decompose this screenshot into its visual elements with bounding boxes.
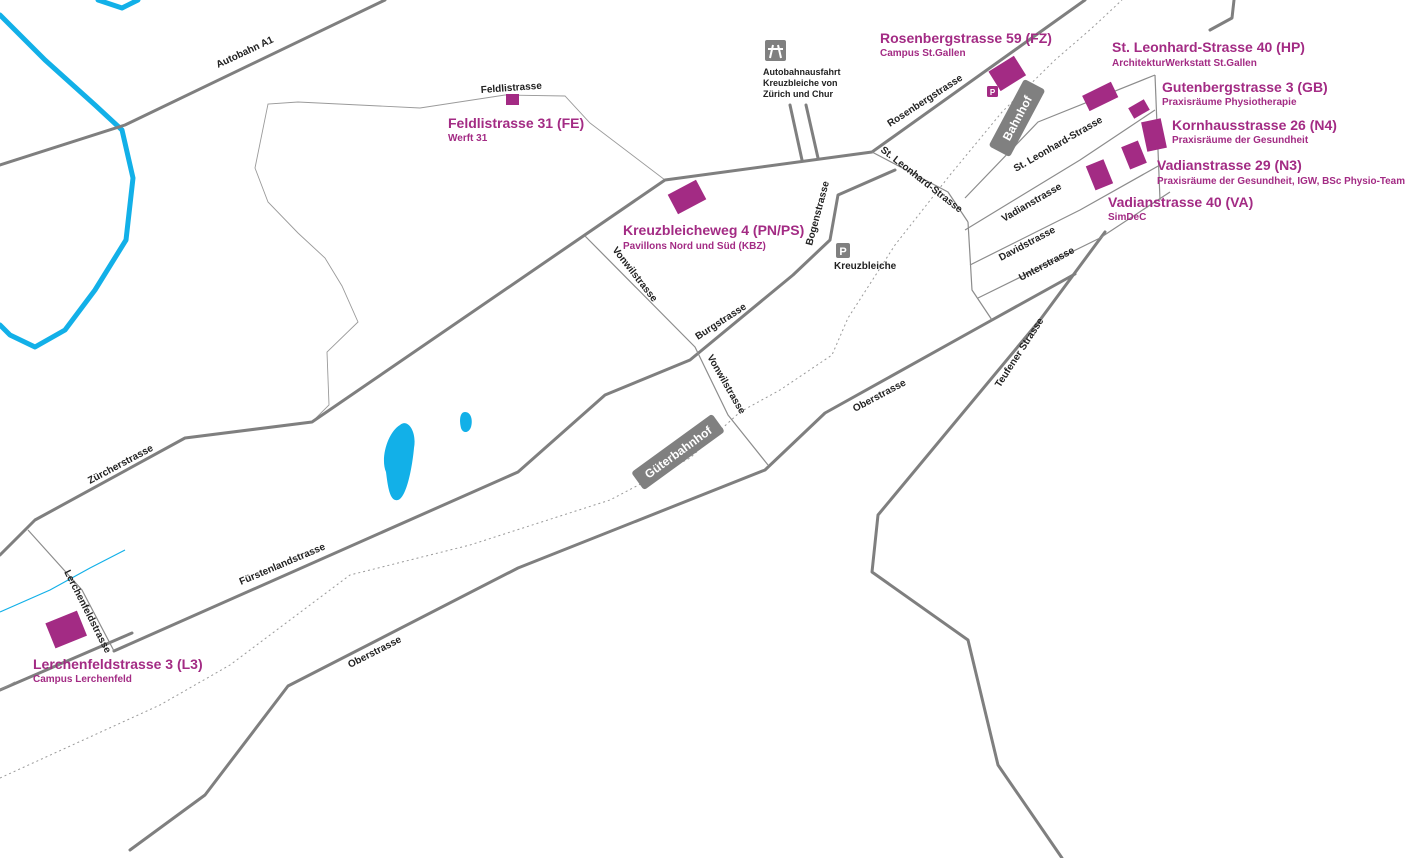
building-n4 [1141,118,1167,152]
autobahn-exit-1 [788,103,804,162]
building-n3-a [1121,140,1147,170]
fuerstenlandstrasse [112,168,897,653]
location-va: Vadianstrasse 40 (VA) SimDeC [1108,194,1253,223]
motorway-exit: Autobahnausfahrt Kreuzbleiche von Zürich… [763,40,841,99]
vonwil-street [584,235,769,466]
kreuzbleiche-label: Kreuzbleiche [834,261,897,272]
building-hp [1082,81,1119,112]
location-l3: Lerchenfeldstrasse 3 (L3) Campus Lerchen… [33,656,203,685]
building-l3 [45,610,88,649]
motorway-icon [765,40,786,61]
river [0,12,136,350]
parking-icon-bahnhof [987,86,998,97]
zuercherstrasse [0,0,1087,557]
pond-large [383,423,415,501]
vonwil-label-2: Vonwilstrasse [704,353,747,416]
location-n3-subtitle: Praxisräume der Gesundheit, IGW, BSc Phy… [1157,176,1405,187]
location-fz-title: Rosenbergstrasse 59 (FZ) [880,30,1052,46]
buildings [45,55,1167,649]
location-hp: St. Leonhard-Strasse 40 (HP) Architektur… [1112,39,1305,69]
fuerstenland-label: Fürstenlandstrasse [238,541,328,587]
location-gb-title: Gutenbergstrasse 3 (GB) [1162,79,1328,95]
location-n4: Kornhausstrasse 26 (N4) Praxisräume der … [1172,117,1337,146]
main-roads [0,0,1236,858]
location-gb: Gutenbergstrasse 3 (GB) Praxisräume Phys… [1162,79,1328,108]
location-gb-subtitle: Praxisräume Physiotherapie [1162,97,1297,108]
bogen-label: Bogenstrasse [804,180,832,247]
location-l3-subtitle: Campus Lerchenfeld [33,674,132,685]
teufener-strasse [870,230,1107,858]
east-bundle-3 [969,164,1161,266]
building-fe [506,94,519,105]
parking-icon [836,243,850,258]
location-hp-title: St. Leonhard-Strasse 40 (HP) [1112,39,1305,55]
location-l3-title: Lerchenfeldstrasse 3 (L3) [33,656,203,672]
motorway-exit-line2: Kreuzbleiche von [763,78,838,88]
autobahn-label: Autobahn A1 [215,34,276,70]
gueterbahnhof-block [632,414,724,490]
oberstrasse-south [128,272,1077,852]
east-bundle-2 [964,109,1156,231]
area-boundary [254,94,666,423]
location-fz-subtitle: Campus St.Gallen [880,48,966,59]
autobahn-exit-2 [804,103,820,160]
location-va-subtitle: SimDeC [1108,212,1146,223]
parking-symbol: P [839,246,846,258]
location-fe-subtitle: Werft 31 [448,133,488,144]
burg-label: Burgstrasse [694,301,749,342]
location-n4-subtitle: Praxisräume der Gesundheit [1172,135,1309,146]
location-fe-title: Feldlistrasse 31 (FE) [448,115,584,131]
location-n3: Vadianstrasse 29 (N3) Praxisräume der Ge… [1157,157,1405,187]
location-hp-subtitle: ArchitekturWerkstatt St.Gallen [1112,58,1257,69]
motorway-exit-line1: Autobahnausfahrt [763,67,841,77]
east-vertical [967,221,993,321]
location-pn-subtitle: Pavillons Nord und Süd (KBZ) [623,241,766,252]
stleonhard-street [871,151,969,223]
east-bundle-1 [964,74,1156,199]
motorway-exit-line3: Zürich und Chur [763,89,833,99]
bahnhof-block [989,79,1045,157]
southwest-line [0,681,16,691]
parking-kreuzbleiche: P Kreuzbleiche [834,243,897,272]
location-labels: Feldlistrasse 31 (FE) Werft 31 Kreuzblei… [33,30,1405,685]
parking-bahnhof: P [987,86,998,97]
pond-small [460,412,472,433]
gueterbahnhof-station: Güterbahnhof [632,414,724,490]
location-n4-title: Kornhausstrasse 26 (N4) [1172,117,1337,133]
building-n3-b [1085,159,1114,191]
location-va-title: Vadianstrasse 40 (VA) [1108,194,1253,210]
location-fz: Rosenbergstrasse 59 (FZ) Campus St.Galle… [880,30,1052,59]
water-layer [0,0,472,613]
feldli-label: Feldlistrasse [480,81,542,96]
parking-symbol-bahnhof: P [990,88,996,97]
streets [0,74,1171,691]
stream [0,549,126,613]
location-n3-title: Vadianstrasse 29 (N3) [1157,157,1302,173]
location-fe: Feldlistrasse 31 (FE) Werft 31 [448,115,584,144]
bahnhof-tracks-road [1208,0,1236,32]
river-top [95,0,141,11]
building-gb [1128,99,1150,119]
location-pn-title: Kreuzbleicheweg 4 (PN/PS) [623,222,804,238]
building-fz [988,55,1027,92]
stleonhard-label-1: St. Leonhard-Strasse [878,145,964,216]
lerchenfeld-street [27,529,115,652]
east-bundle-4 [977,191,1171,299]
zuercher-label: Zürcherstrasse [86,443,155,487]
motorway-icon-glyph [768,44,783,59]
vonwil-label-1: Vonwilstrasse [610,245,660,305]
teufener-label: Teufener Strasse [993,316,1046,390]
autobahn-a1 [0,0,387,167]
location-pn: Kreuzbleicheweg 4 (PN/PS) Pavillons Nord… [623,222,804,252]
rosenberg-label: Rosenbergstrasse [886,73,966,130]
building-pn [667,179,707,215]
gueterbahnhof-label: Güterbahnhof [642,423,715,482]
boundary-layer [254,94,666,423]
